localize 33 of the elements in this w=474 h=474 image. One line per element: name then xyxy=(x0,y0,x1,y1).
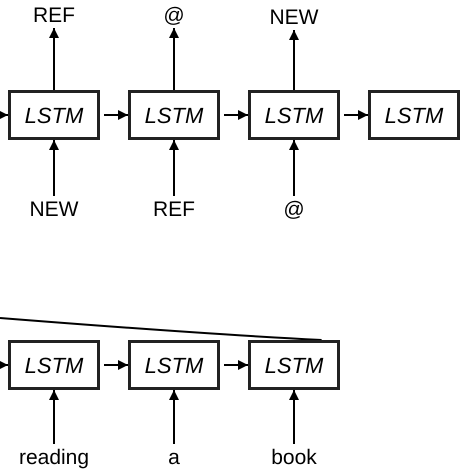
token-label: @ xyxy=(254,196,334,222)
arrow xyxy=(169,28,179,90)
token-label: book xyxy=(254,444,334,470)
arrow xyxy=(169,390,179,444)
lstm-box: LSTM xyxy=(8,90,100,140)
arrow xyxy=(289,30,299,90)
lstm-box: LSTM xyxy=(8,340,100,390)
arrow xyxy=(49,390,59,444)
token-label: a xyxy=(134,444,214,470)
token-label: REF xyxy=(134,196,214,222)
arrow xyxy=(0,110,8,120)
lstm-box: LSTM xyxy=(248,340,340,390)
arrow xyxy=(104,110,128,120)
token-label: reading xyxy=(14,444,94,470)
token-label: NEW xyxy=(254,4,334,30)
lstm-box: LSTM xyxy=(128,90,220,140)
token-label: REF xyxy=(14,2,94,28)
arrow xyxy=(169,140,179,196)
token-label: @ xyxy=(134,2,214,28)
lstm-box: LSTM xyxy=(128,340,220,390)
arrow xyxy=(49,140,59,196)
arrow xyxy=(0,360,8,370)
token-label: NEW xyxy=(14,196,94,222)
curved-line xyxy=(0,317,322,341)
lstm-box: LSTM xyxy=(368,90,460,140)
arrow xyxy=(344,110,368,120)
lstm-box: LSTM xyxy=(248,90,340,140)
arrow xyxy=(224,360,248,370)
arrow xyxy=(289,140,299,196)
arrow xyxy=(224,110,248,120)
arrow xyxy=(104,360,128,370)
arrow xyxy=(289,390,299,444)
arrow xyxy=(49,28,59,90)
